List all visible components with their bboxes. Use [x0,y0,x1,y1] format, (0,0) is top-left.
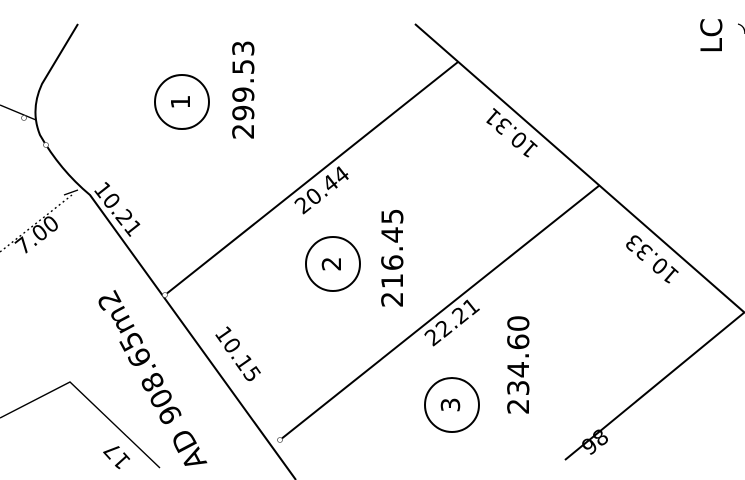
curve-tick-line [0,104,37,121]
offset-end-tick [63,189,79,196]
lot-3-circle [424,377,480,433]
lot1-lot2-boundary [164,61,459,296]
lot-1-number: 1 [167,94,197,111]
edge-partial-label: LC [695,18,729,54]
lot2-lot3-boundary [279,184,601,441]
survey-point [277,437,283,443]
lot-2-circle [305,236,361,292]
dim-left-partial: 17 [99,436,136,474]
dim-lot2-front: 10.15 [209,322,266,388]
offset-dotted-line [0,194,73,253]
edge-partial-mark [737,23,745,35]
dim-lot3-partial: 98 [577,425,614,462]
rear-boundary-line [414,23,745,314]
dim-lot1-rear: 10.31 [480,102,544,162]
dim-road-offset: 7.00 [11,211,65,261]
left-block-outline [0,381,161,469]
dim-lot2-rear: 10.33 [621,228,685,288]
survey-point [21,115,27,121]
road-frontage-line [34,23,297,480]
lot-2-area: 216.45 [376,207,410,308]
lot3-lower-boundary [564,311,745,461]
survey-point [162,292,168,298]
survey-point [43,142,49,148]
lot-2-number: 2 [318,256,348,273]
lot-1-circle [154,74,210,130]
lot-1-area: 299.53 [227,39,261,140]
lot-3-area: 234.60 [502,314,536,415]
lot-3-number: 3 [437,397,467,414]
